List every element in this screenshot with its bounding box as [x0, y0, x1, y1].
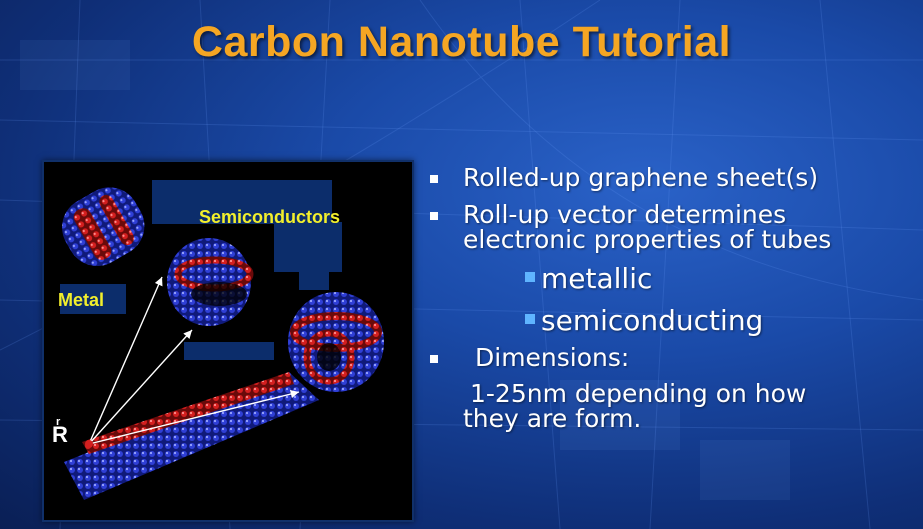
sub-bullet-square-icon: [525, 314, 535, 324]
sub-bullet-text: metallic: [541, 262, 653, 295]
metal-tube: [62, 187, 145, 266]
nanotube-illustration: [60, 180, 384, 500]
arrow-to-metal: [88, 276, 163, 445]
bullet-text: Dimensions:: [475, 343, 630, 372]
slide-title: Carbon Nanotube Tutorial: [191, 18, 732, 66]
bullet-square-icon: [430, 355, 438, 363]
arrow-to-semiconductor-1: [88, 329, 193, 445]
label-bar-4: [184, 342, 274, 360]
dimensions-detail-line-1: 1-25nm depending on how: [470, 379, 807, 408]
label-bar-1: [152, 180, 332, 224]
bullet-item-graphene: Rolled-up graphene sheet(s): [430, 164, 818, 192]
vector-origin: [85, 440, 93, 448]
bullet-item-dimensions: Dimensions:: [430, 344, 629, 372]
vector-mark: r: [56, 416, 61, 428]
bullet-text: Roll-up vector determines: [463, 200, 787, 229]
label-metal: Metal: [58, 290, 105, 310]
arrow-to-semiconductor-2: [88, 389, 300, 445]
label-bar-5: [60, 284, 126, 314]
bullet-square-icon: [430, 212, 438, 220]
graphene-sheet: [64, 372, 319, 500]
sub-bullet-square-icon: [525, 272, 535, 282]
dimensions-detail-line-2: they are form.: [463, 404, 642, 433]
sub-bullet-text: semiconducting: [541, 304, 764, 337]
nanotube-figure: Semiconductors Metal r R: [42, 160, 414, 522]
bullet-item-rollup: Roll-up vector determines: [430, 201, 786, 229]
vector-letter: R: [52, 422, 68, 447]
bullet-text: Rolled-up graphene sheet(s): [463, 163, 819, 192]
label-semiconductors: Semiconductors: [199, 207, 341, 227]
sub-bullet-metallic: metallic: [525, 263, 652, 295]
sub-bullet-semiconducting: semiconducting: [525, 305, 763, 337]
label-chiral-vector: r R: [52, 416, 68, 448]
semiconductor-tube-1: [167, 238, 254, 326]
bullet-square-icon: [430, 175, 438, 183]
bullet-item-rollup-continued: electronic properties of tubes: [463, 225, 832, 254]
semiconductor-tube-2: [288, 292, 384, 392]
label-bar-3: [299, 262, 329, 290]
chiral-vector-arrows: [88, 276, 300, 445]
